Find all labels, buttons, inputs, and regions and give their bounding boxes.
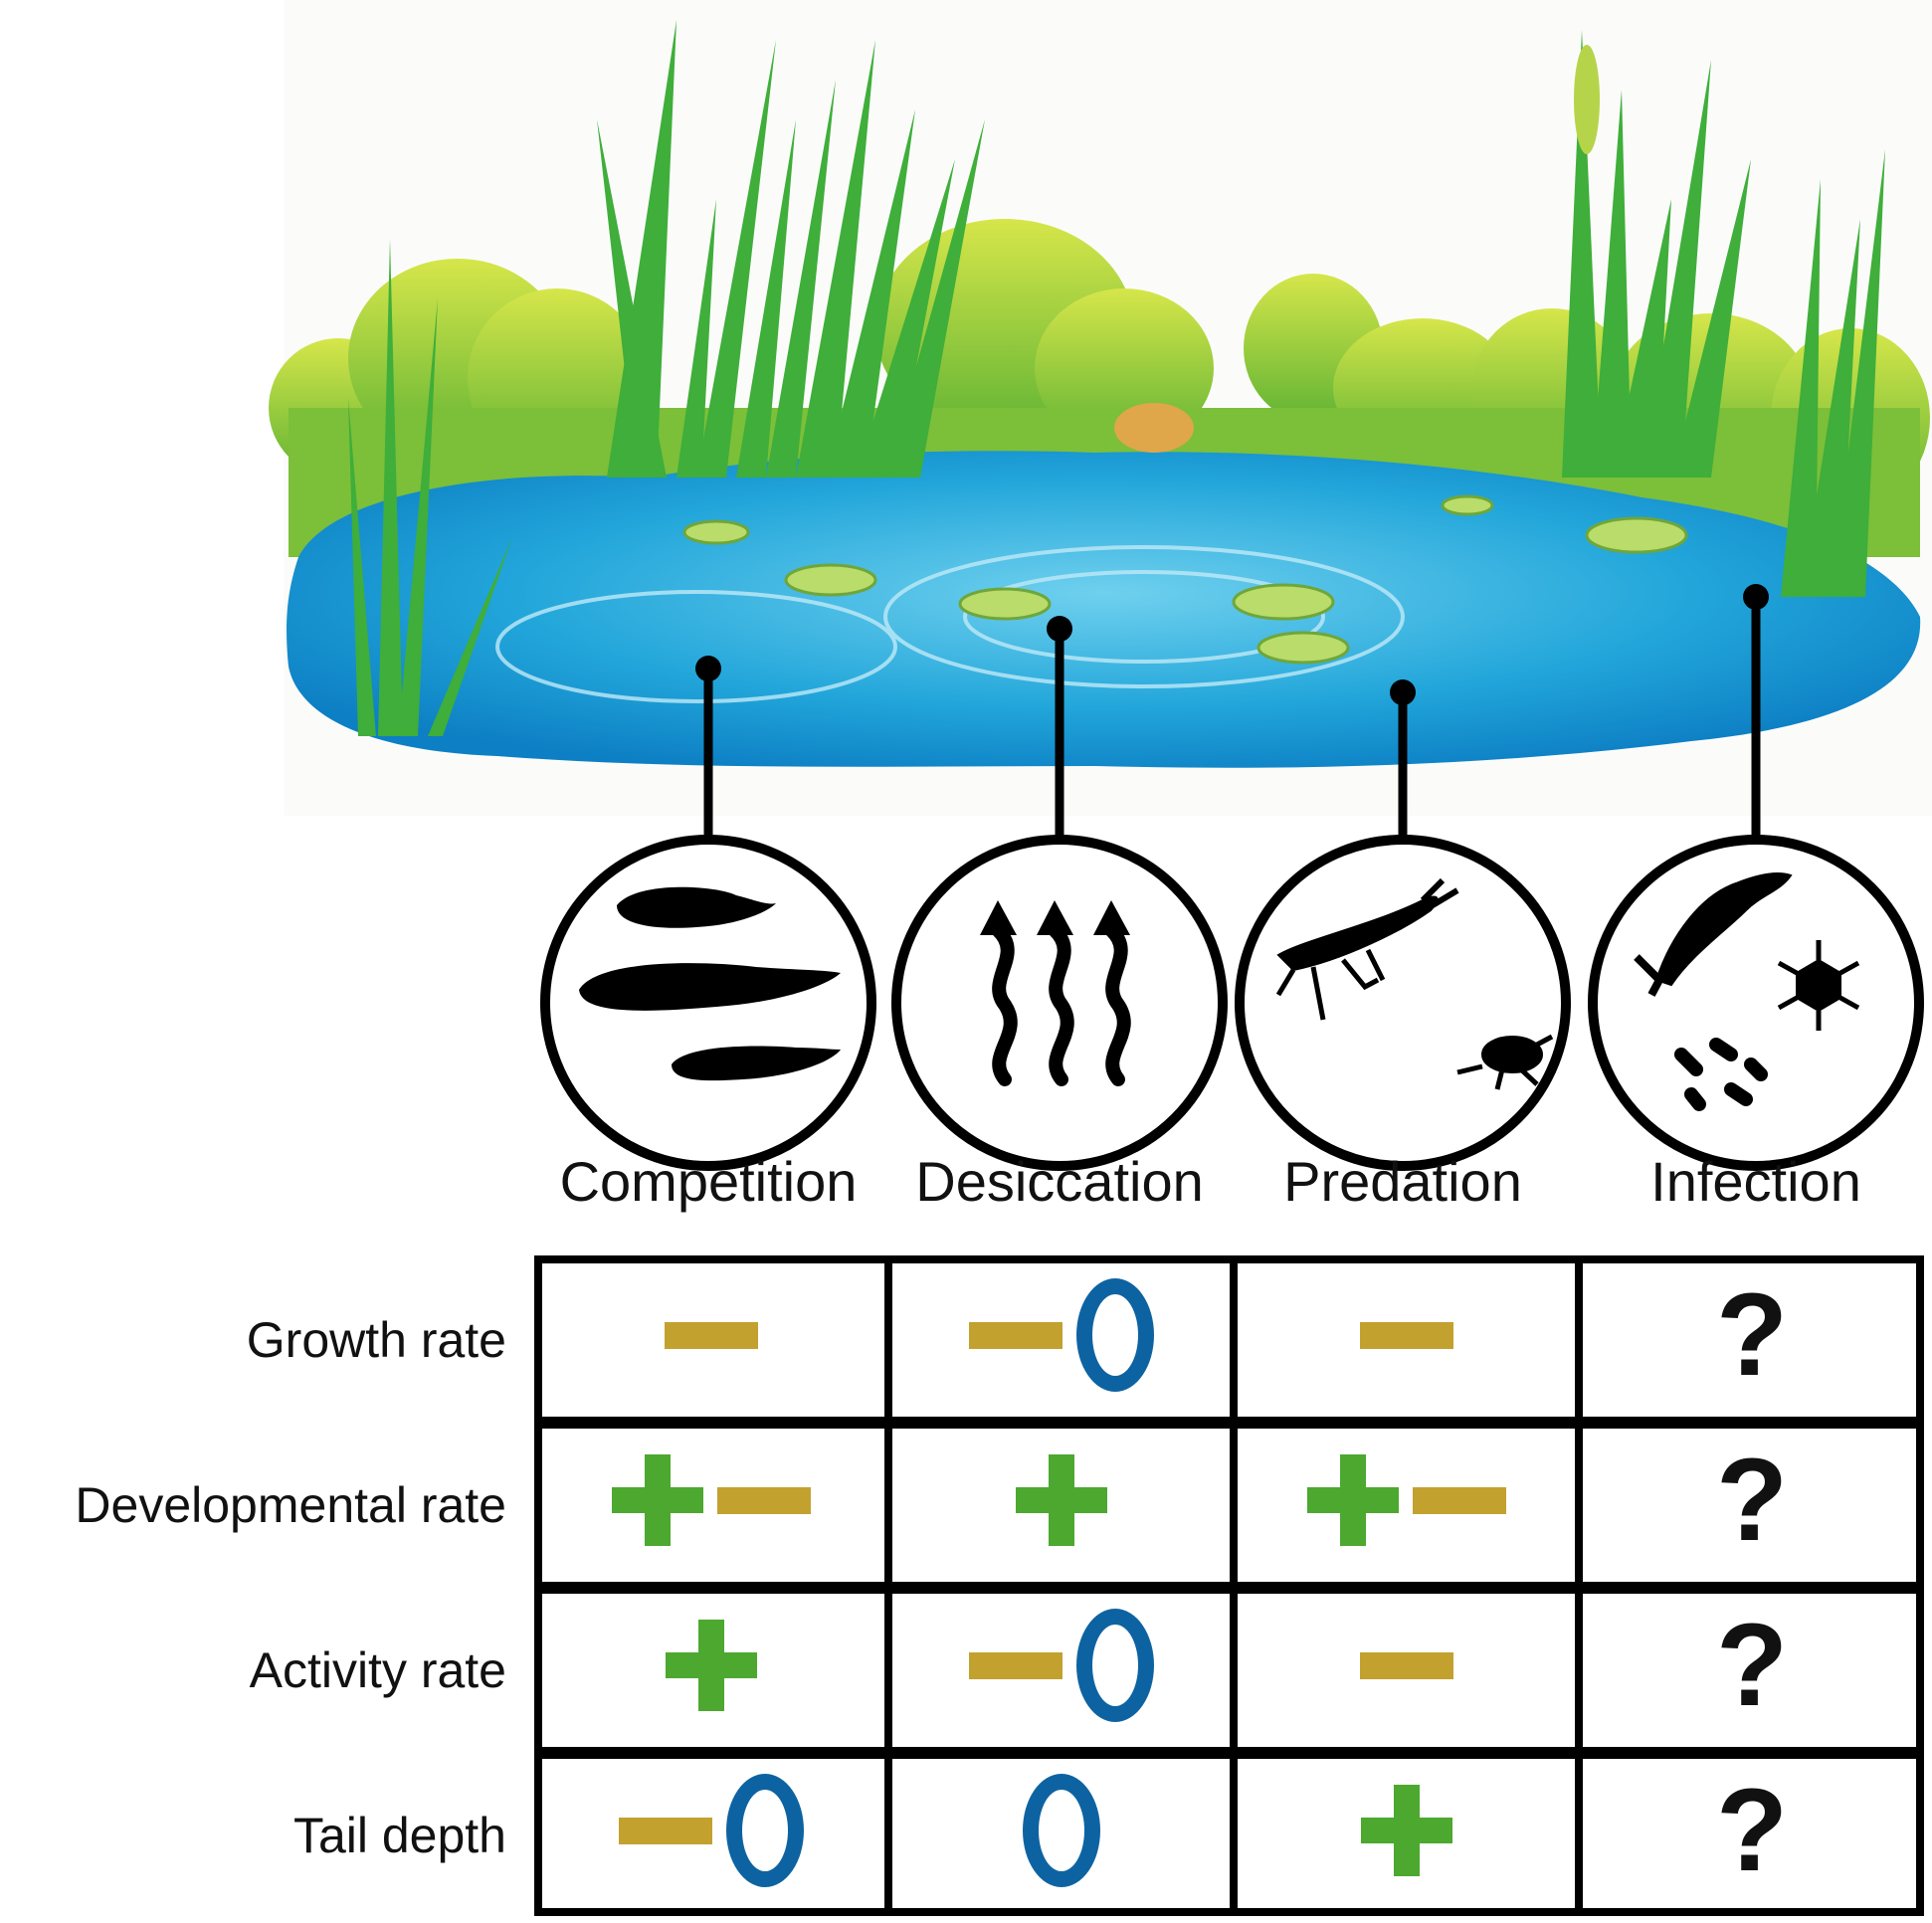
positive-effect-symbol <box>1307 1454 1399 1546</box>
negative-effect-symbol <box>619 1817 712 1844</box>
effect-cell <box>538 1425 884 1576</box>
negative-effect-symbol <box>969 1651 1063 1679</box>
factor-label-infection: Infection <box>1650 1150 1861 1213</box>
effect-cell <box>538 1755 884 1906</box>
row-label-developmental-rate: Developmental rate <box>75 1477 506 1533</box>
effect-cell <box>1234 1425 1580 1576</box>
positive-effect-symbol <box>1361 1785 1452 1876</box>
factor-circles <box>540 835 1924 1171</box>
effect-cell <box>538 1259 884 1411</box>
reeds <box>348 20 1885 736</box>
effect-cell <box>888 1755 1235 1906</box>
row-label-growth-rate: Growth rate <box>246 1312 506 1368</box>
no-effect-symbol <box>726 1774 804 1887</box>
unknown-effect-symbol: ? <box>1715 1600 1789 1731</box>
effect-cell <box>1234 1259 1580 1411</box>
water-ripples <box>495 545 1405 703</box>
unknown-effect-symbol: ? <box>1715 1765 1789 1896</box>
pond-illustration <box>269 0 1932 816</box>
effect-cell: ? <box>1579 1425 1925 1576</box>
arrow-heads <box>980 900 1130 935</box>
no-effect-symbol <box>1076 1609 1154 1722</box>
row-label-activity-rate: Activity rate <box>249 1642 506 1698</box>
row-label-tail-depth: Tail depth <box>292 1808 506 1863</box>
effect-cell: ? <box>1579 1590 1925 1741</box>
no-effect-symbol <box>1076 1278 1154 1392</box>
effect-cell <box>888 1259 1235 1411</box>
negative-effect-symbol <box>665 1321 758 1349</box>
negative-effect-symbol <box>717 1486 811 1514</box>
negative-effect-symbol <box>1360 1651 1453 1679</box>
factor-label-desiccation: Desiccation <box>915 1150 1204 1213</box>
evaporation-arrows-icon <box>991 923 1131 1086</box>
negative-effect-symbol <box>1360 1321 1453 1349</box>
tadpoles-icon <box>579 886 841 1081</box>
effects-table-grid <box>534 1255 1924 1916</box>
factor-label-competition: Competition <box>559 1150 858 1213</box>
pathogens-icon <box>1634 872 1860 1111</box>
connector-dots <box>695 584 1769 705</box>
positive-effect-symbol <box>1016 1454 1107 1546</box>
negative-effect-symbol <box>969 1321 1063 1349</box>
effect-cell <box>538 1590 884 1741</box>
unknown-effect-symbol: ? <box>1715 1269 1789 1401</box>
effect-cell <box>888 1425 1235 1576</box>
connector-lines <box>703 597 1761 836</box>
effect-cell: ? <box>1579 1755 1925 1906</box>
effect-cell: ? <box>1579 1259 1925 1411</box>
positive-effect-symbol <box>612 1454 703 1546</box>
positive-effect-symbol <box>666 1620 757 1711</box>
predatory-insects-icon <box>1275 877 1554 1090</box>
rock <box>1114 403 1194 453</box>
negative-effect-symbol <box>1413 1486 1506 1514</box>
lily-pads <box>682 494 1688 665</box>
effect-cell <box>1234 1590 1580 1741</box>
no-effect-symbol <box>1023 1774 1100 1887</box>
unknown-effect-symbol: ? <box>1715 1435 1789 1566</box>
factor-label-predation: Predation <box>1283 1150 1522 1213</box>
effect-cell <box>888 1590 1235 1741</box>
cattail-head <box>1574 45 1600 154</box>
effect-cell <box>1234 1755 1580 1906</box>
